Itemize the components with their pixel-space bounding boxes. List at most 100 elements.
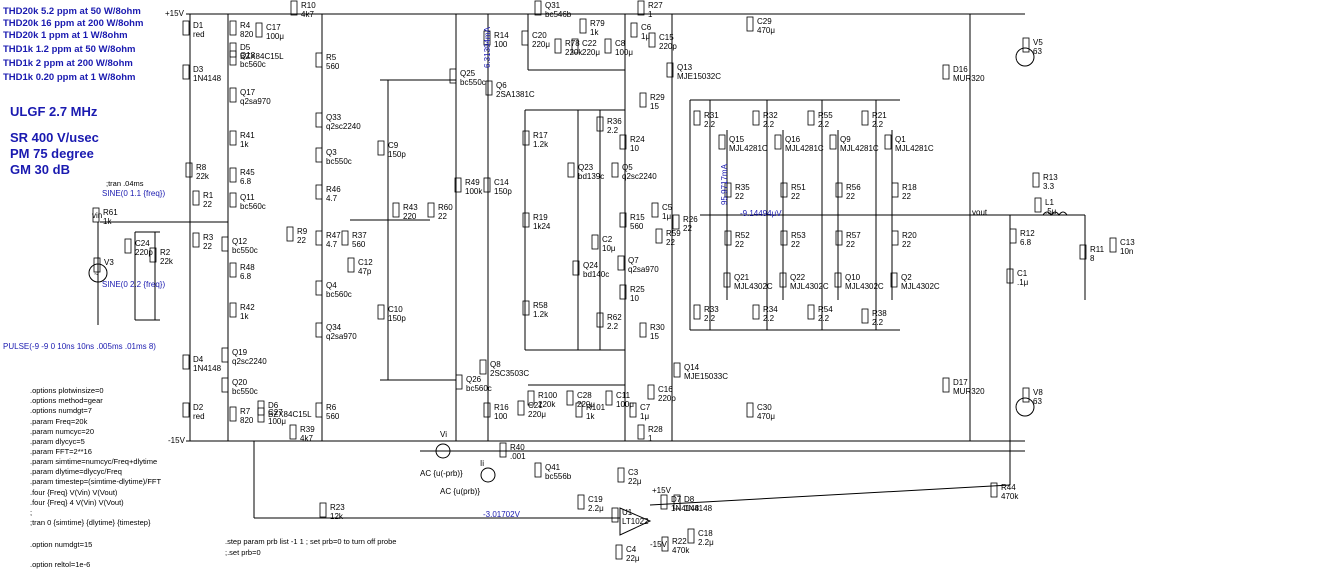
component-q8-body: [479, 359, 487, 375]
component-q11-body: [229, 192, 237, 208]
voltage-readout-1: -9.14494μV: [740, 209, 782, 218]
component-q3-body: [315, 147, 323, 163]
component-r7-body: [229, 406, 237, 422]
component-c12-body: [347, 257, 355, 273]
component-c24-body: [124, 238, 132, 254]
net-label-vin: vin: [92, 211, 102, 220]
component-r5-body: [315, 52, 323, 68]
component-r42-body: [229, 302, 237, 318]
component-r25-body: [619, 284, 627, 300]
component-r36-body: [596, 116, 604, 132]
component-q25-body: [449, 68, 457, 84]
option-line: .param Freq=20k: [30, 417, 88, 426]
component-c8-body: [604, 38, 612, 54]
opamp-u1-symbol: [619, 507, 652, 536]
component-c19-body: [577, 494, 585, 510]
component-d16-body: [942, 64, 950, 80]
misc-wires: [97, 14, 1025, 519]
component-r59-body: [655, 228, 663, 244]
option-line: .param timestep=(simtime-dlytime)/FFT: [30, 477, 161, 486]
component-d5-body: [229, 42, 237, 58]
component-r40-body: [499, 442, 507, 458]
option-line: .four {Freq} 4 V(Vin) V(Vout): [30, 498, 124, 507]
component-r31-body: [693, 110, 701, 126]
component-d1-body: [182, 20, 190, 36]
spec-note: THD1k 2 ppm at 200 W/8ohm: [3, 58, 133, 69]
component-c14-body: [483, 177, 491, 193]
option-line: .options method=gear: [30, 396, 103, 405]
component-d17-body: [942, 377, 950, 393]
component-q16-body: [774, 134, 782, 150]
spec-note: THD20k 5.2 ppm at 50 W/8ohm: [3, 6, 141, 17]
component-r11-body: [1079, 244, 1087, 260]
component-r22-body: [661, 536, 669, 552]
option-line: .options numdgt=7: [30, 406, 92, 415]
component-r47-body: [315, 230, 323, 246]
component-r30-body: [639, 322, 647, 338]
options-block: .options plotwinsize=0 .options method=g…: [30, 386, 161, 569]
option-line: ;tran 0 {simtime} {dlytime} {timestep}: [30, 518, 151, 527]
component-r33-body: [693, 304, 701, 320]
component-q26-body: [455, 374, 463, 390]
component-r21-body: [861, 110, 869, 126]
pos-rail-label: +15V: [165, 9, 185, 18]
component-c9-body: [377, 140, 385, 156]
component-r8-body: [185, 162, 193, 178]
component-r12-body: [1009, 228, 1017, 244]
spec-note: THD20k 1 ppm at 1 W/8ohm: [3, 30, 128, 41]
component-r26-body: [672, 214, 680, 230]
component-c16-body: [647, 384, 655, 400]
component-c3-body: [617, 467, 625, 483]
component-q24-body: [572, 260, 580, 276]
ulgf-note: ULGF 2.7 MHz: [10, 104, 98, 119]
current-readout-1: 6.31394mA: [483, 26, 492, 68]
component-c4-body: [615, 544, 623, 560]
sine-source-2: SINE(0 2.2 {freq}): [102, 280, 165, 289]
set-prb-directive: ;.set prb=0: [225, 548, 261, 557]
component-q4-body: [315, 280, 323, 296]
component-r46-body: [315, 184, 323, 200]
